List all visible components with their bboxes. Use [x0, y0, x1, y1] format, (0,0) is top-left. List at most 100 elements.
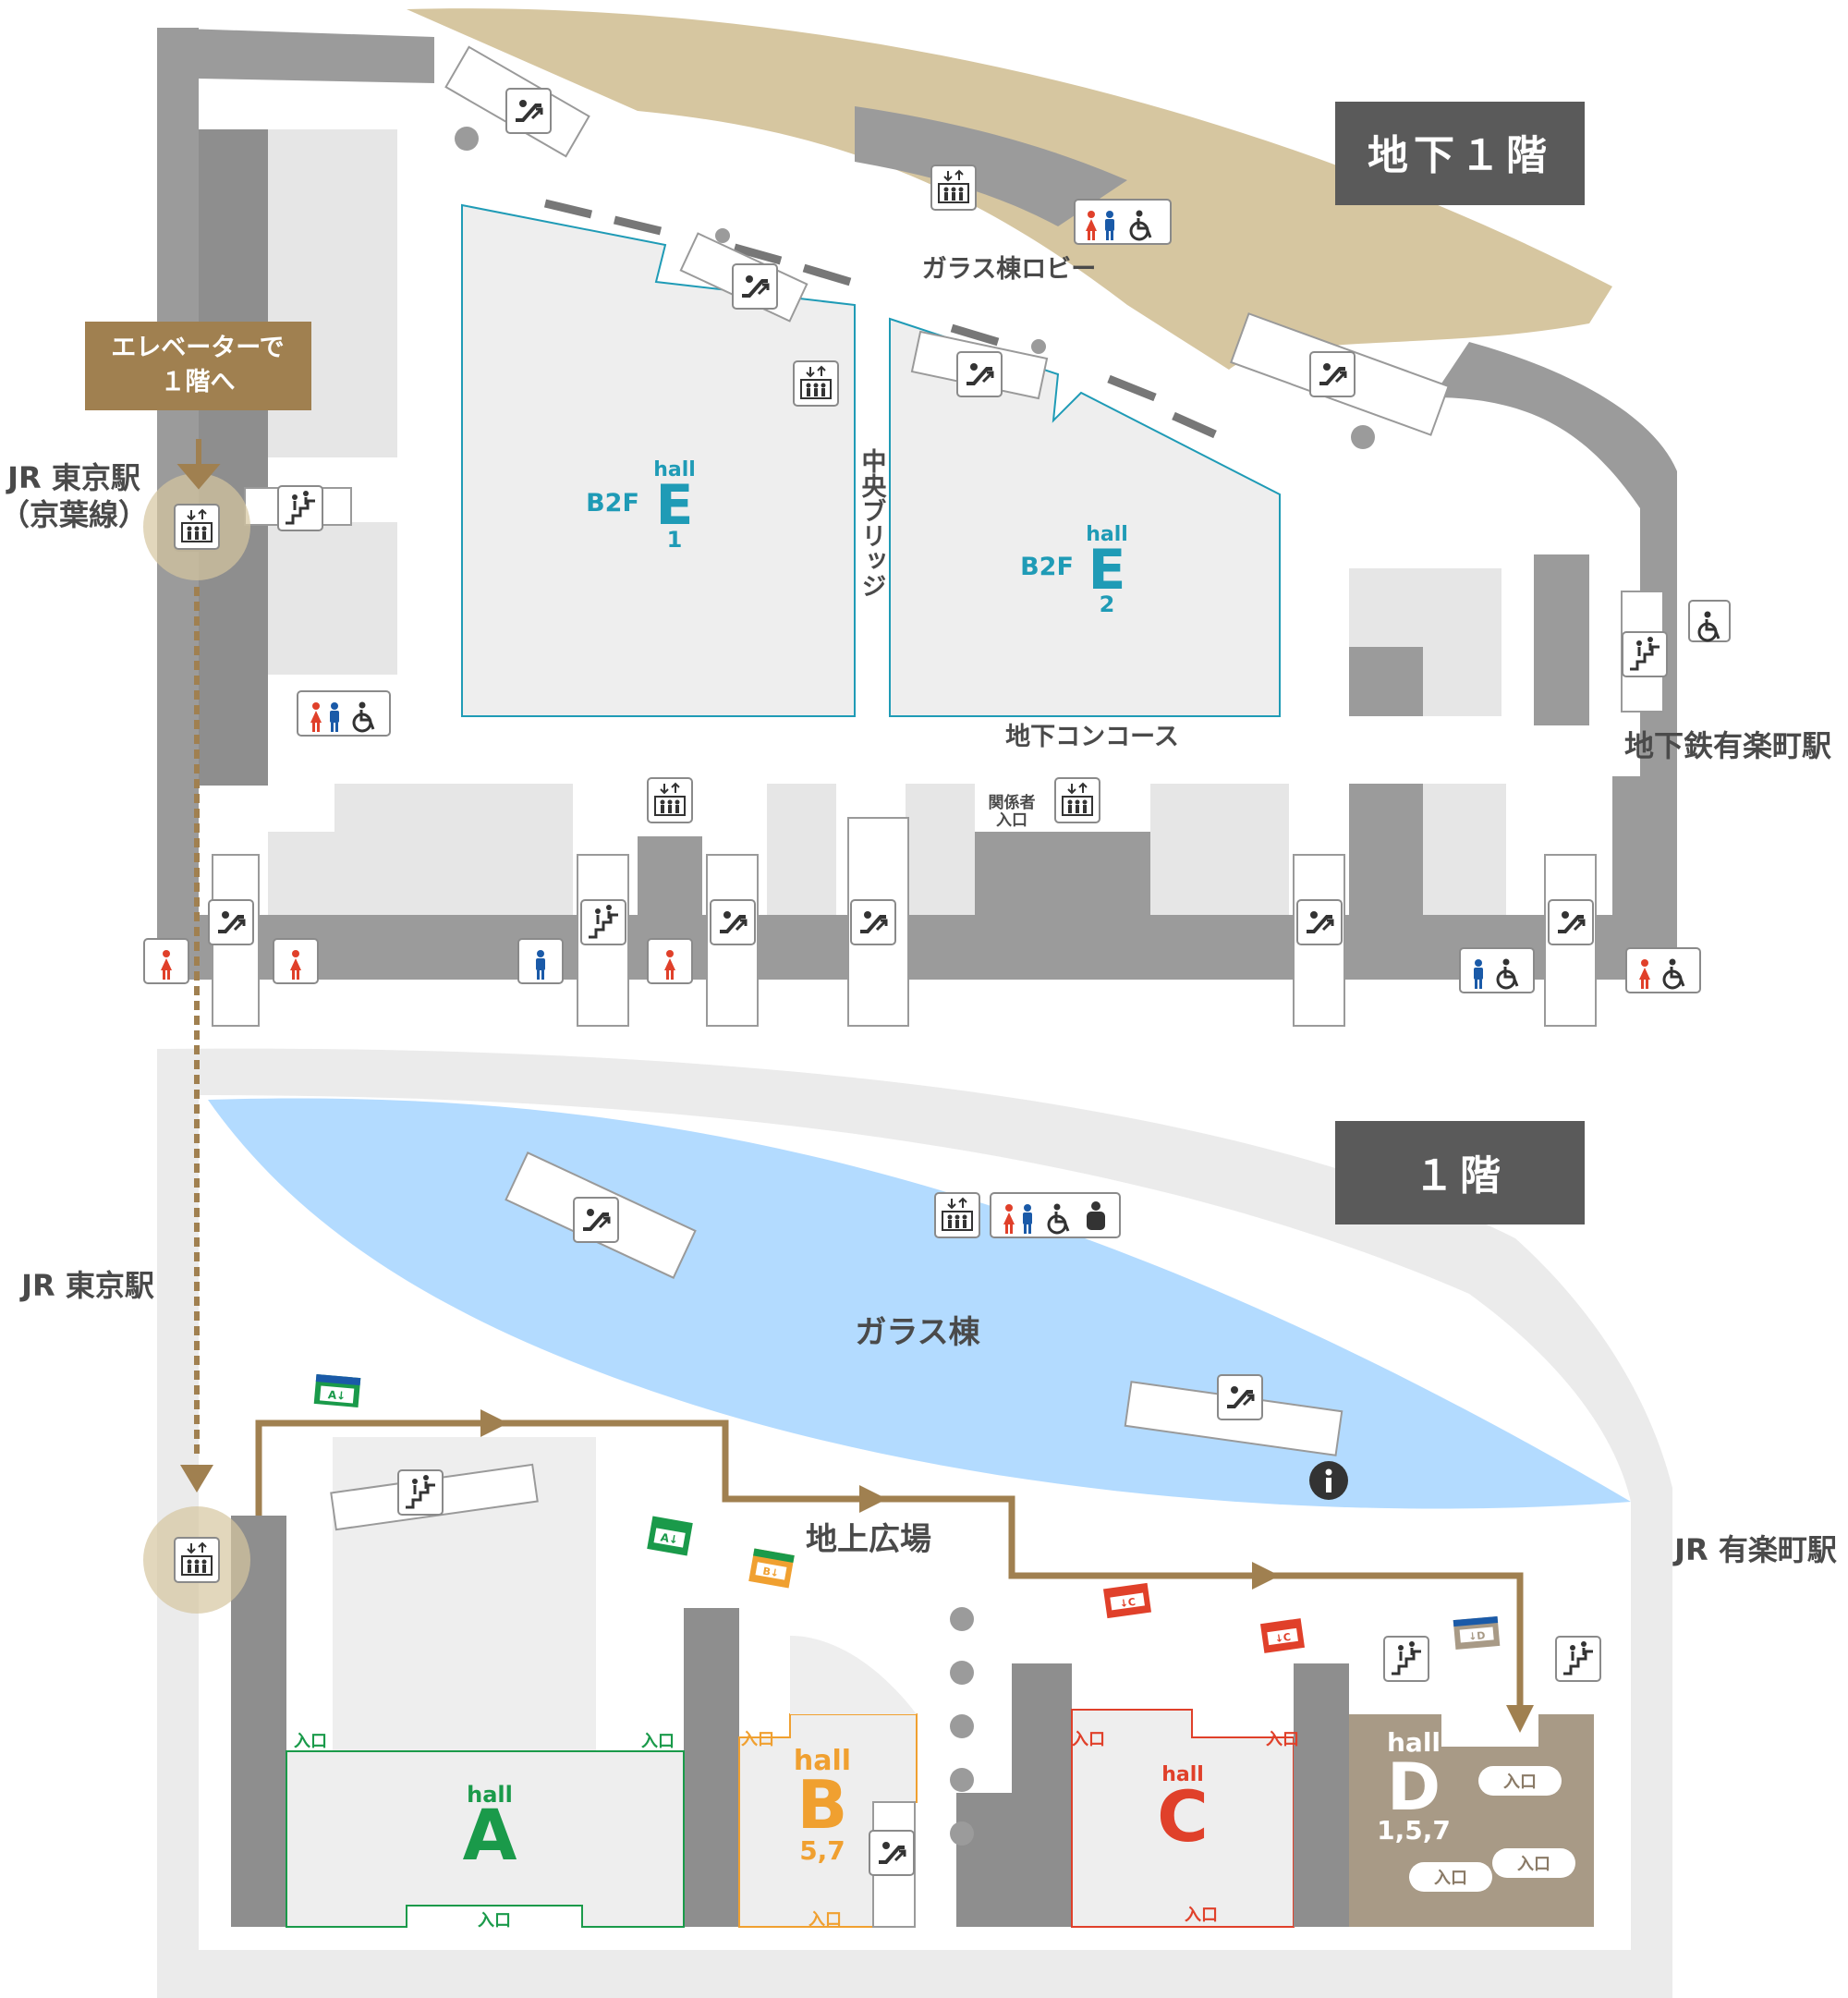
escalator-icon	[731, 262, 779, 311]
shop-col-3	[1349, 784, 1423, 915]
hall-a-entrance: 入口	[641, 1732, 675, 1751]
f1-icons	[396, 1192, 1602, 1877]
escalator-icon	[1295, 898, 1343, 946]
hall-b-column	[684, 1608, 739, 1927]
svg-text:hall: hall	[1086, 523, 1128, 546]
svg-text:hall: hall	[1387, 1727, 1441, 1758]
hall-a-entrance: 入口	[478, 1911, 511, 1931]
svg-text:E: E	[1088, 538, 1126, 603]
stairs-icon	[276, 484, 324, 532]
exit-sign-d: ↓D	[1453, 1615, 1501, 1651]
east-block	[1534, 554, 1589, 725]
restroom-icon	[990, 1192, 1121, 1238]
elevator-icon	[930, 164, 977, 211]
glass-lobby-label: ガラス棟ロビー	[922, 255, 1096, 284]
escalator-icon	[955, 350, 1003, 398]
restroom-icon	[297, 690, 391, 737]
shop-3	[906, 784, 975, 915]
column-dot	[715, 228, 730, 243]
escalator-icon	[572, 1196, 620, 1244]
svg-text:1: 1	[667, 527, 683, 553]
glass-dash-line	[543, 199, 1217, 439]
svg-text:↓C: ↓C	[1274, 1631, 1292, 1645]
elevator-icon	[174, 1537, 220, 1583]
svg-text:B2F: B2F	[1020, 553, 1074, 581]
exit-signs: A↓ A↓ B↓ ↓C ↓C ↓D	[313, 1373, 1501, 1653]
column-dot	[950, 1661, 974, 1685]
svg-text:A↓: A↓	[660, 1530, 679, 1546]
escalator-icon	[849, 898, 897, 946]
hall-c-entrance: 入口	[1185, 1906, 1218, 1925]
stairs-icon	[396, 1468, 444, 1517]
hall-d-entrance: 入口	[1503, 1773, 1537, 1792]
floor-badge-f1: １階	[1335, 1121, 1585, 1224]
restroom-icon	[1459, 947, 1535, 993]
hall-d-entrance: 入口	[1517, 1855, 1550, 1874]
glass-building-label: ガラス棟	[855, 1314, 980, 1351]
svg-text:2: 2	[1100, 591, 1115, 617]
restroom-icon	[1074, 199, 1172, 245]
elevator-icon	[647, 777, 693, 823]
info-icon	[1309, 1461, 1348, 1500]
stairs-icon	[1382, 1635, 1430, 1683]
hall-d-entrance: 入口	[1434, 1869, 1467, 1888]
svg-text:hall: hall	[467, 1782, 513, 1808]
shop-1-upper	[334, 784, 573, 832]
column-dot	[1031, 339, 1046, 354]
hall-a-label: hall A 入口 入口 入口	[294, 1732, 675, 1931]
restroom-icon	[273, 938, 319, 984]
hall-c-entrance: 入口	[1266, 1730, 1299, 1749]
station-jr-tokyo-keiyo: JR 東京駅	[6, 460, 140, 495]
hall-e2-area	[889, 317, 1281, 717]
column-c2	[1012, 1663, 1072, 1927]
nursing-room-icon	[1087, 1201, 1105, 1230]
wheelchair-icon	[1688, 600, 1731, 642]
f1-floor	[157, 1048, 1672, 1998]
elevator-icon	[793, 360, 839, 407]
notice-line-1: エレベーターで	[111, 334, 284, 362]
column-dot	[1351, 425, 1375, 449]
svg-text:C: C	[1157, 1775, 1209, 1858]
floor-badge-b1: 地下１階	[1335, 102, 1585, 205]
curved-wall-1	[855, 106, 1127, 226]
underground-concourse-label: 地下コンコース	[1005, 723, 1179, 751]
shop-5	[1423, 784, 1506, 915]
svg-text:B2F: B2F	[586, 489, 639, 518]
station-yurakucho-subway: 地下鉄有楽町駅	[1624, 728, 1831, 763]
escalator-icon	[207, 898, 255, 946]
exit-sign-a: A↓	[313, 1373, 361, 1408]
west-room-2	[268, 522, 397, 675]
svg-text:hall: hall	[653, 458, 696, 481]
svg-text:B↓: B↓	[761, 1566, 780, 1580]
escalator-icon	[1547, 898, 1595, 946]
elevator-icon	[174, 504, 220, 550]
hall-b-entrance: 入口	[808, 1910, 842, 1930]
hall-a-area	[286, 1750, 685, 1928]
shop-4	[1150, 784, 1289, 915]
route-arrow-down	[176, 439, 221, 490]
escalator-icon	[505, 87, 553, 135]
escalator-icon	[1308, 350, 1356, 398]
column-c1	[956, 1793, 1012, 1927]
central-bridge-label: 中央ブリッジ	[857, 448, 887, 598]
station-labels: JR 東京駅 （京葉線） 地下鉄有楽町駅 JR 東京駅 JR 有楽町駅	[0, 460, 1837, 1567]
south-corridor-wall	[199, 915, 1677, 980]
svg-text:E: E	[656, 473, 694, 538]
station-jr-tokyo: JR 東京駅	[19, 1268, 154, 1303]
svg-text:B: B	[797, 1766, 848, 1844]
restroom-icon	[517, 938, 564, 984]
shop-1	[268, 832, 573, 915]
hall-c-label: hall C 入口 入口 入口	[1072, 1730, 1299, 1925]
route-arrow-down	[180, 1465, 213, 1492]
shop-2	[767, 784, 836, 915]
ne-block-1-dark	[1349, 647, 1423, 716]
svg-text:D: D	[1387, 1749, 1441, 1825]
staff-entrance-label-1: 関係者	[989, 793, 1036, 812]
north-wall	[157, 28, 434, 83]
hall-a-entrance: 入口	[294, 1732, 327, 1751]
ne-block-2	[1423, 568, 1502, 716]
floor-label-f1: １階	[1414, 1152, 1506, 1200]
hall-e1-area	[461, 203, 856, 717]
stairs-icon	[1621, 630, 1669, 678]
